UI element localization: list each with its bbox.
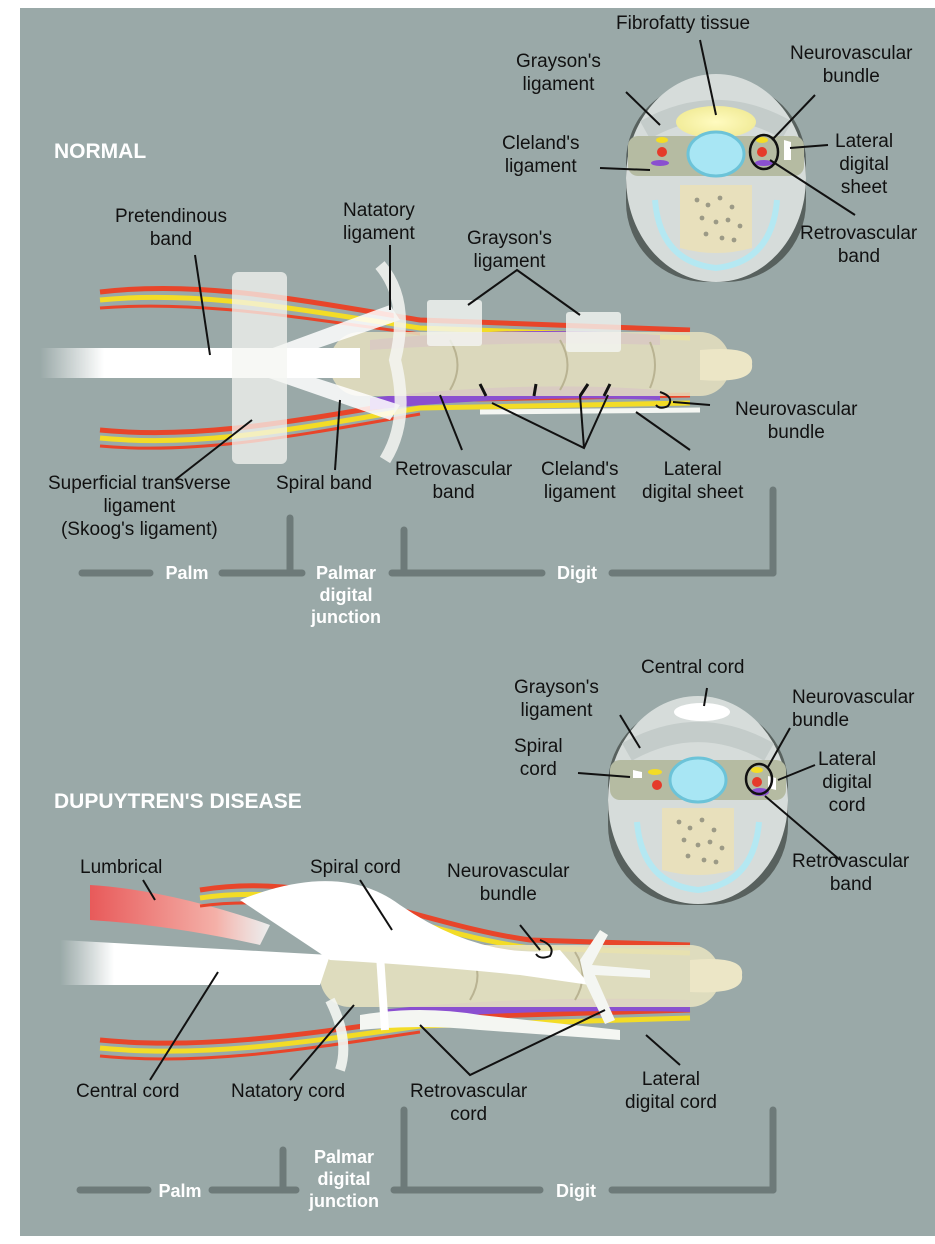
label-line: ligament — [343, 222, 415, 245]
label-line: Lateral — [818, 748, 876, 771]
label-line: sheet — [835, 176, 893, 199]
label-line: Retrovascular — [395, 458, 512, 481]
label-spiral-cord: Spiral cord — [310, 856, 401, 879]
label-cs-central-cord: Central cord — [641, 656, 745, 679]
region-digit-disease: Digit — [542, 1180, 610, 1202]
label-line: (Skoog's ligament) — [48, 518, 231, 541]
label-line: Cleland's — [541, 458, 619, 481]
label-line: Retrovascular — [792, 850, 910, 873]
label-line: Pretendinous — [115, 205, 227, 228]
label-line: Retrovascular — [410, 1080, 527, 1103]
label-line: band — [115, 228, 227, 251]
label-line: ligament — [467, 250, 552, 273]
label-line: band — [800, 245, 918, 268]
region-palm: Palm — [152, 562, 222, 584]
disease-heading: DUPUYTREN'S DISEASE — [54, 790, 302, 814]
region-digit: Digit — [544, 562, 610, 584]
label-fibrofatty-tissue: Fibrofatty tissue — [616, 12, 750, 35]
label-line: junction — [300, 606, 392, 628]
label-line: Cleland's — [502, 132, 580, 155]
label-line: Palmar — [296, 1146, 392, 1168]
label-line: digital — [835, 153, 893, 176]
label-line: Neurovascular — [447, 860, 570, 883]
region-palm-disease: Palm — [148, 1180, 212, 1202]
label-line: bundle — [792, 709, 915, 732]
label-line: Neurovascular — [735, 398, 858, 421]
label-line: cord — [818, 794, 876, 817]
label-line: Grayson's — [514, 676, 599, 699]
label-line: cord — [514, 758, 563, 781]
label-line: Lateral — [625, 1068, 717, 1091]
label-line: Superficial transverse — [48, 472, 231, 495]
normal-heading: NORMAL — [54, 140, 146, 164]
disease-cross-section — [608, 696, 788, 905]
label-line: Natatory — [343, 199, 415, 222]
normal-cross-section — [626, 74, 806, 282]
label-line: ligament — [48, 495, 231, 518]
label-line: bundle — [735, 421, 858, 444]
label-line: ligament — [502, 155, 580, 178]
label-line: Neurovascular — [790, 42, 913, 65]
label-line: digital — [818, 771, 876, 794]
label-line: Neurovascular — [792, 686, 915, 709]
normal-finger-illustration — [40, 265, 752, 464]
label-line: Grayson's — [516, 50, 601, 73]
label-line: bundle — [790, 65, 913, 88]
label-natatory-cord: Natatory cord — [231, 1080, 345, 1103]
label-line: digital cord — [625, 1091, 717, 1114]
label-line: band — [792, 873, 910, 896]
label-line: digital — [296, 1168, 392, 1190]
label-line: Palmar — [300, 562, 392, 584]
label-line: Retrovascular — [800, 222, 918, 245]
label-line: Spiral — [514, 735, 563, 758]
label-line: Lateral — [642, 458, 743, 481]
label-central-cord: Central cord — [76, 1080, 180, 1103]
label-line: Grayson's — [467, 227, 552, 250]
label-lumbrical: Lumbrical — [80, 856, 162, 879]
label-line: digital — [300, 584, 392, 606]
label-line: ligament — [514, 699, 599, 722]
label-line: junction — [296, 1190, 392, 1212]
label-line: bundle — [447, 883, 570, 906]
label-line: ligament — [541, 481, 619, 504]
disease-finger-illustration — [60, 881, 742, 1070]
label-line: ligament — [516, 73, 601, 96]
label-line: Lateral — [835, 130, 893, 153]
label-line: cord — [410, 1103, 527, 1126]
label-line: band — [395, 481, 512, 504]
label-line: digital sheet — [642, 481, 743, 504]
label-spiral-band: Spiral band — [276, 472, 372, 495]
